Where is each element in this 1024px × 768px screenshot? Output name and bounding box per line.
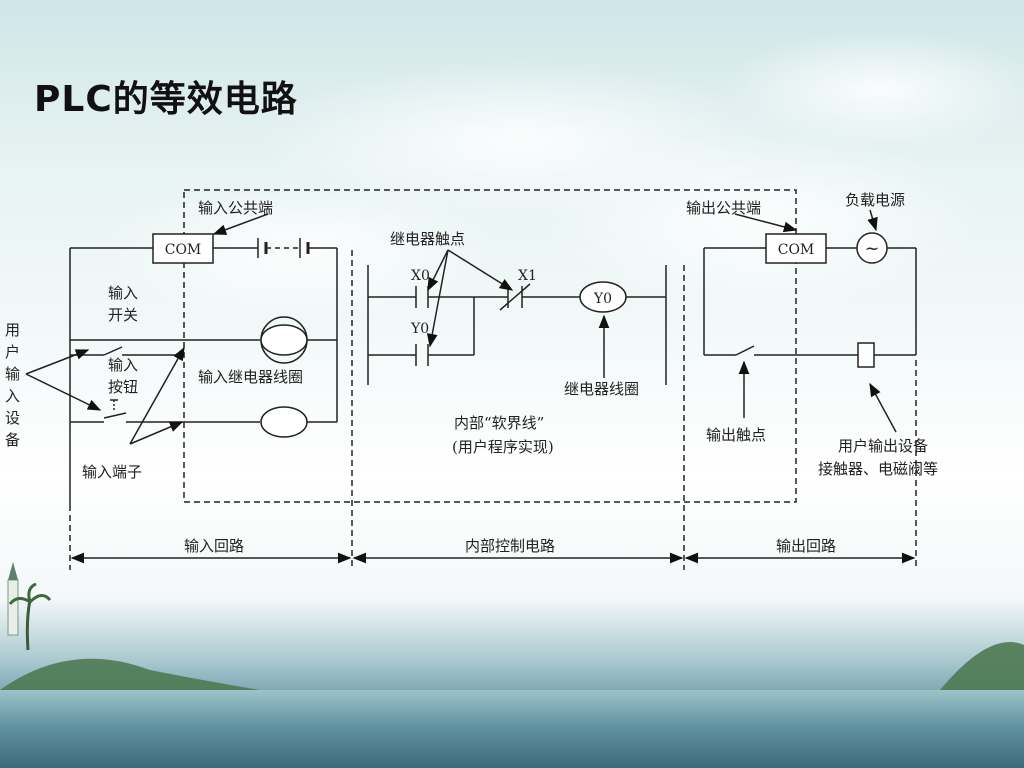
label-user-input-device-1: 户	[5, 343, 20, 361]
label-x0: X0	[411, 268, 430, 284]
label-input-button-line2: 按钮	[108, 378, 138, 396]
label-user-input-device-3: 入	[5, 387, 20, 405]
label-input-terminal: 输入端子	[82, 463, 142, 481]
section-output-loop: 输出回路	[776, 537, 836, 555]
label-x1: X1	[518, 268, 537, 284]
label-load-power: 负载电源	[845, 191, 905, 209]
label-input-button-line1: 输入	[108, 356, 138, 374]
label-input-switch-line1: 输入	[108, 284, 138, 302]
input-button-icon	[103, 399, 127, 419]
output-contact-icon	[735, 345, 755, 356]
input-switch-icon	[103, 346, 123, 356]
label-user-output-line2: 接触器、电磁阀等	[818, 460, 938, 478]
page-title: PLC的等效电路	[34, 79, 298, 120]
output-com-label: COM	[778, 242, 815, 258]
label-output-common: 输出公共端	[686, 199, 761, 217]
label-input-switch-line2: 开关	[108, 306, 138, 324]
battery-icon	[257, 238, 310, 258]
section-internal-control: 内部控制电路	[465, 537, 555, 555]
label-output-contact: 输出触点	[706, 426, 766, 444]
label-relay-coil: 继电器线圈	[564, 380, 639, 398]
label-y0-contact: Y0	[410, 321, 429, 337]
label-user-input-device-0: 用	[5, 321, 20, 339]
plc-boundary	[183, 189, 797, 503]
label-soft-line-2: (用户程序实现)	[452, 438, 554, 456]
ac-symbol: ~	[864, 238, 879, 259]
input-relay-coil-2	[260, 406, 308, 438]
label-user-output-line1: 用户输出设备	[838, 437, 928, 455]
island-left	[0, 658, 260, 690]
palm-tree	[8, 582, 52, 606]
output-load-icon	[857, 342, 875, 368]
label-user-input-device-5: 备	[5, 431, 20, 449]
contact-y0	[415, 344, 429, 366]
label-y0-coil: Y0	[593, 291, 612, 307]
label-soft-line-1: 内部“软界线”	[454, 414, 544, 432]
section-input-loop: 输入回路	[184, 537, 244, 555]
label-input-relay-coil: 输入继电器线圈	[198, 368, 303, 386]
input-com-label: COM	[165, 242, 202, 258]
input-com-box	[152, 233, 214, 264]
label-relay-contact: 继电器触点	[390, 230, 465, 248]
label-user-input-device-4: 设	[5, 409, 20, 427]
label-user-input-device-2: 输	[5, 365, 20, 383]
island-right	[940, 642, 1024, 690]
label-input-common: 输入公共端	[198, 199, 273, 217]
contact-x0	[415, 286, 429, 308]
